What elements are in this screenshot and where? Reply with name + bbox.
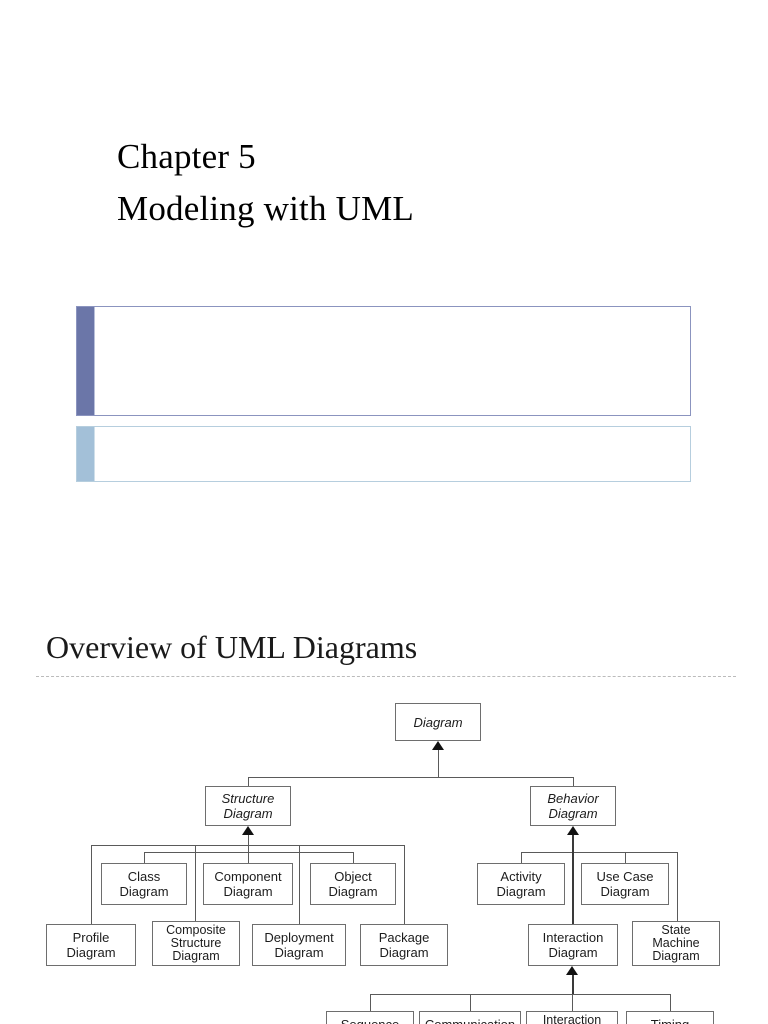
edge-behavior-drop-usecase	[625, 852, 626, 863]
node-class-diagram[interactable]: Class Diagram	[101, 863, 187, 905]
node-interaction-diagram-line2: Diagram	[548, 945, 598, 960]
generalization-arrow-root	[432, 741, 444, 750]
node-diagram[interactable]: Diagram	[395, 703, 481, 741]
content-placeholder-box-primary[interactable]	[76, 306, 691, 416]
edge-interaction-drop-timing	[670, 994, 671, 1011]
node-class-diagram-line2: Diagram	[119, 884, 169, 899]
edge-behavior-drop-statemachine	[677, 852, 678, 924]
node-state-machine-diagram-line1: State	[661, 923, 691, 937]
node-profile-diagram-line2: Diagram	[66, 945, 116, 960]
edge-level2-bus	[248, 777, 573, 778]
node-composite-structure-diagram-line2: Structure	[170, 936, 222, 950]
node-component-diagram-line1: Component	[214, 869, 282, 884]
accent-bar-secondary	[77, 427, 94, 481]
edge-interaction-drop	[572, 974, 574, 994]
node-package-diagram-line2: Diagram	[379, 945, 429, 960]
node-activity-diagram[interactable]: Activity Diagram	[477, 863, 565, 905]
node-communication-diagram[interactable]: Communication Diagram	[419, 1011, 521, 1024]
generalization-arrow-interaction	[566, 966, 578, 975]
node-interaction-diagram[interactable]: Interaction Diagram	[528, 924, 618, 966]
page-title-line-2: Modeling with UML	[117, 189, 415, 228]
node-component-diagram-line2: Diagram	[223, 884, 273, 899]
edge-structure-level4-bus	[91, 845, 404, 846]
edge-structure-drop	[248, 834, 249, 852]
node-timing-diagram-line1: Timing	[651, 1017, 690, 1024]
node-interaction-overview-diagram-line1: Interaction	[542, 1013, 602, 1024]
node-diagram-label: Diagram	[413, 714, 463, 730]
node-composite-structure-diagram-line1: Composite	[166, 923, 226, 937]
node-deployment-diagram-line2: Diagram	[274, 945, 324, 960]
node-behavior-diagram[interactable]: Behavior Diagram	[530, 786, 616, 826]
node-object-diagram[interactable]: Object Diagram	[310, 863, 396, 905]
edge-structure-drop-package	[404, 845, 405, 924]
node-state-machine-diagram[interactable]: State Machine Diagram	[632, 921, 720, 966]
page-title-line-1: Chapter 5	[117, 137, 256, 176]
page-title: Chapter 5 Modeling with UML	[117, 131, 414, 235]
node-structure-diagram[interactable]: Structure Diagram	[205, 786, 291, 826]
uml-diagram-taxonomy-tree: Diagram Structure Diagram Behavior Diagr…	[0, 690, 768, 1024]
node-profile-diagram[interactable]: Profile Diagram	[46, 924, 136, 966]
edge-structure-drop-profile	[91, 845, 92, 924]
node-sequence-diagram-line1: Sequence	[341, 1017, 400, 1024]
node-use-case-diagram-line2: Diagram	[600, 884, 650, 899]
content-placeholder-text-primary	[94, 307, 690, 415]
node-deployment-diagram[interactable]: Deployment Diagram	[252, 924, 346, 966]
node-composite-structure-diagram-line3: Diagram	[172, 949, 220, 963]
node-structure-diagram-line1: Structure	[221, 791, 275, 806]
generalization-arrow-behavior	[567, 826, 579, 835]
edge-root-drop	[438, 749, 439, 777]
node-deployment-diagram-line1: Deployment	[264, 930, 334, 945]
accent-bar-primary	[77, 307, 94, 415]
content-placeholder-text-secondary	[94, 427, 690, 481]
node-structure-diagram-line2: Diagram	[223, 806, 273, 821]
edge-structure-drop-object	[353, 852, 354, 863]
node-interaction-overview-diagram[interactable]: Interaction Overview Diagram	[526, 1011, 618, 1024]
node-composite-structure-diagram[interactable]: Composite Structure Diagram	[152, 921, 240, 966]
node-state-machine-diagram-line3: Diagram	[652, 949, 700, 963]
edge-behavior-level3-bus	[521, 852, 677, 853]
node-object-diagram-line2: Diagram	[328, 884, 378, 899]
edge-structure-drop-component	[248, 852, 249, 863]
node-use-case-diagram[interactable]: Use Case Diagram	[581, 863, 669, 905]
generalization-arrow-structure	[242, 826, 254, 835]
edge-interaction-drop-communication	[470, 994, 471, 1011]
node-interaction-diagram-line1: Interaction	[542, 930, 604, 945]
node-activity-diagram-line1: Activity	[500, 869, 542, 884]
node-timing-diagram[interactable]: Timing Diagram	[626, 1011, 714, 1024]
node-state-machine-diagram-line2: Machine	[652, 936, 700, 950]
section-divider	[36, 676, 736, 677]
node-activity-diagram-line2: Diagram	[496, 884, 546, 899]
edge-structure-drop-deployment	[299, 845, 300, 924]
node-communication-diagram-line1: Communication	[425, 1017, 515, 1024]
node-behavior-diagram-line2: Diagram	[548, 806, 598, 821]
edge-structure-drop-class	[144, 852, 145, 863]
node-sequence-diagram[interactable]: Sequence Diagram	[326, 1011, 414, 1024]
node-use-case-diagram-line1: Use Case	[596, 869, 654, 884]
node-package-diagram[interactable]: Package Diagram	[360, 924, 448, 966]
content-placeholder-box-secondary[interactable]	[76, 426, 691, 482]
node-profile-diagram-line1: Profile	[72, 930, 110, 945]
node-behavior-diagram-line1: Behavior	[547, 791, 599, 806]
node-component-diagram[interactable]: Component Diagram	[203, 863, 293, 905]
edge-interaction-spine	[572, 834, 574, 924]
node-class-diagram-line1: Class	[127, 869, 161, 884]
node-package-diagram-line1: Package	[378, 930, 430, 945]
edge-structure-drop-composite	[195, 845, 196, 924]
edge-interaction-drop-sequence	[370, 994, 371, 1011]
edge-interaction-drop-overview	[572, 994, 573, 1011]
edge-behavior-drop-activity	[521, 852, 522, 863]
edge-interaction-level5-bus	[370, 994, 670, 995]
section-heading: Overview of UML Diagrams	[46, 629, 418, 665]
node-object-diagram-line1: Object	[334, 869, 372, 884]
